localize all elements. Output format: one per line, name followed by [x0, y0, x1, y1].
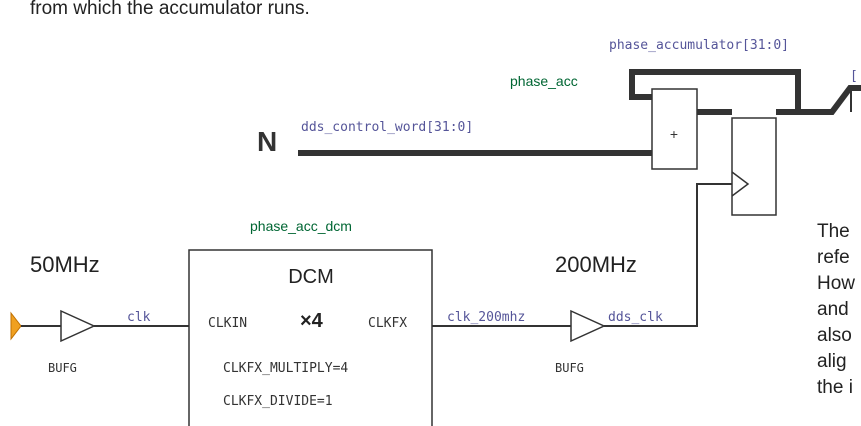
clk-net-label: clk — [127, 310, 151, 325]
side-text-line: the i — [817, 377, 853, 398]
clkfx-multiply-param: CLKFX_MULTIPLY=4 — [223, 361, 348, 376]
side-text-line: The — [817, 221, 850, 242]
bufg-right-icon — [570, 309, 606, 343]
phase-accumulator-feedback-bus — [629, 69, 801, 112]
dcm-clkin-pin-label: CLKIN — [208, 316, 247, 331]
side-text-line: refe — [817, 247, 850, 268]
side-text-line: and — [817, 299, 849, 320]
clock-input-port-icon — [10, 311, 22, 341]
dcm-title: DCM — [288, 266, 334, 288]
n-input-label: N — [257, 126, 277, 157]
output-frequency-label: 200MHz — [555, 252, 637, 277]
phase-accumulator-output-bus — [776, 85, 861, 115]
side-text-line: alig — [817, 351, 847, 372]
register-clock-input-icon — [731, 171, 750, 197]
side-text-line: How — [817, 273, 855, 294]
side-text-column: The refe How and also alig the i — [817, 221, 855, 398]
side-text-line: also — [817, 325, 852, 346]
bufg-left-label: BUFG — [48, 361, 77, 375]
bufg-left-icon — [60, 309, 96, 343]
truncated-bus-label: [ — [850, 69, 858, 84]
dds-control-word-label: dds_control_word[31:0] — [301, 120, 473, 135]
bufg-right-label: BUFG — [555, 361, 584, 375]
dcm-clkfx-pin-label: CLKFX — [368, 316, 407, 331]
dcm-instance-label: phase_acc_dcm — [250, 218, 352, 234]
input-frequency-label: 50MHz — [30, 252, 100, 277]
dds-clk-net — [643, 183, 732, 327]
accumulator-register — [731, 117, 777, 216]
phase-acc-instance-label: phase_acc — [510, 73, 578, 89]
clkfx-divide-param: CLKFX_DIVIDE=1 — [223, 394, 333, 409]
intro-text: from which the accumulator runs. — [30, 0, 310, 19]
dds-clk-net-label: dds_clk — [608, 310, 663, 325]
phase-accumulator-bus-label: phase_accumulator[31:0] — [609, 38, 789, 53]
adder-block — [651, 88, 698, 170]
clk-200mhz-net-label: clk_200mhz — [447, 310, 525, 325]
dcm-multiplier-label: ×4 — [300, 310, 324, 332]
dcm-block — [188, 249, 433, 426]
adder-plus-sign: + — [670, 126, 678, 142]
